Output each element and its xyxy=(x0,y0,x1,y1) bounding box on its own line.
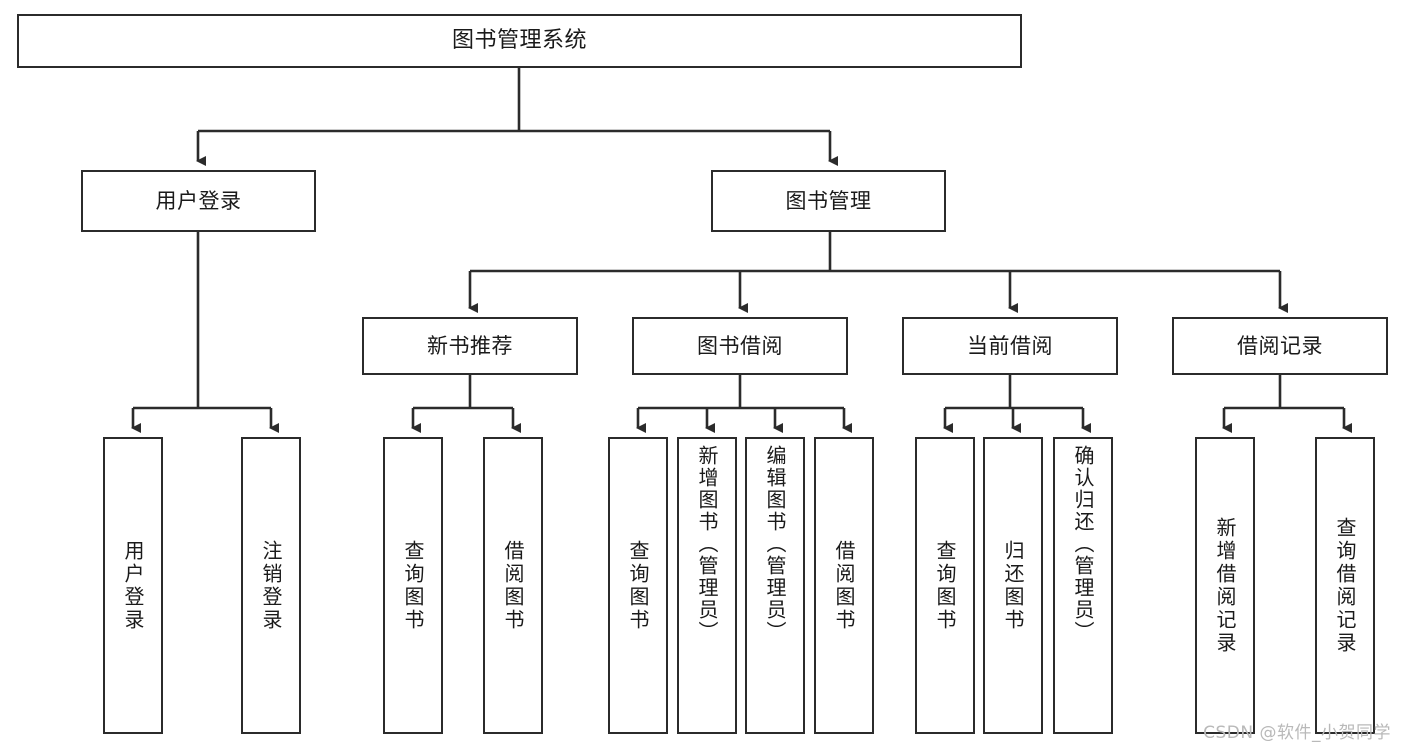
leaf-user-login-signin[interactable]: 用户登录 xyxy=(103,437,163,734)
node-label: 当前借阅 xyxy=(967,333,1053,358)
node-label: 归还图书 xyxy=(1001,539,1025,632)
leaf-current-borrow-return[interactable]: 归还图书 xyxy=(983,437,1043,734)
node-user-login[interactable]: 用户登录 xyxy=(81,170,316,232)
node-label: 用户登录 xyxy=(155,188,242,213)
node-label: 用户登录 xyxy=(121,539,145,632)
leaf-borrow-record-add[interactable]: 新增借阅记录 xyxy=(1195,437,1255,734)
node-label: 借阅图书 xyxy=(501,539,525,632)
csdn-watermark: CSDN @软件_小贺同学 xyxy=(1203,723,1391,743)
node-label: 编辑图书（管理员） xyxy=(763,445,787,643)
leaf-current-borrow-query[interactable]: 查询图书 xyxy=(915,437,975,734)
node-current-borrow[interactable]: 当前借阅 xyxy=(902,317,1118,375)
node-borrow-record[interactable]: 借阅记录 xyxy=(1172,317,1388,375)
node-root-book-management-system[interactable]: 图书管理系统 xyxy=(17,14,1022,68)
node-label: 新书推荐 xyxy=(427,333,513,358)
node-label: 借阅记录 xyxy=(1237,333,1323,358)
leaf-current-borrow-confirm-admin[interactable]: 确认归还（管理员） xyxy=(1053,437,1113,734)
node-label: 查询借阅记录 xyxy=(1333,516,1357,655)
node-label: 查询图书 xyxy=(933,539,957,632)
node-label: 借阅图书 xyxy=(832,539,856,632)
node-book-management[interactable]: 图书管理 xyxy=(711,170,946,232)
node-label: 确认归还（管理员） xyxy=(1071,445,1095,643)
leaf-book-borrow-query[interactable]: 查询图书 xyxy=(608,437,668,734)
node-label: 查询图书 xyxy=(401,539,425,632)
leaf-book-borrow-borrow[interactable]: 借阅图书 xyxy=(814,437,874,734)
leaf-borrow-record-query[interactable]: 查询借阅记录 xyxy=(1315,437,1375,734)
node-label: 图书管理系统 xyxy=(451,28,587,54)
node-book-borrow[interactable]: 图书借阅 xyxy=(632,317,848,375)
node-label: 图书管理 xyxy=(785,188,872,213)
leaf-user-login-signout[interactable]: 注销登录 xyxy=(241,437,301,734)
leaf-book-borrow-edit-admin[interactable]: 编辑图书（管理员） xyxy=(745,437,805,734)
node-label: 注销登录 xyxy=(259,539,283,632)
leaf-new-book-borrow[interactable]: 借阅图书 xyxy=(483,437,543,734)
node-label: 新增借阅记录 xyxy=(1213,516,1237,655)
leaf-book-borrow-add-admin[interactable]: 新增图书（管理员） xyxy=(677,437,737,734)
node-label: 新增图书（管理员） xyxy=(695,445,719,643)
node-label: 查询图书 xyxy=(626,539,650,632)
node-new-book-recommend[interactable]: 新书推荐 xyxy=(362,317,578,375)
leaf-new-book-query[interactable]: 查询图书 xyxy=(383,437,443,734)
node-label: 图书借阅 xyxy=(697,333,783,358)
